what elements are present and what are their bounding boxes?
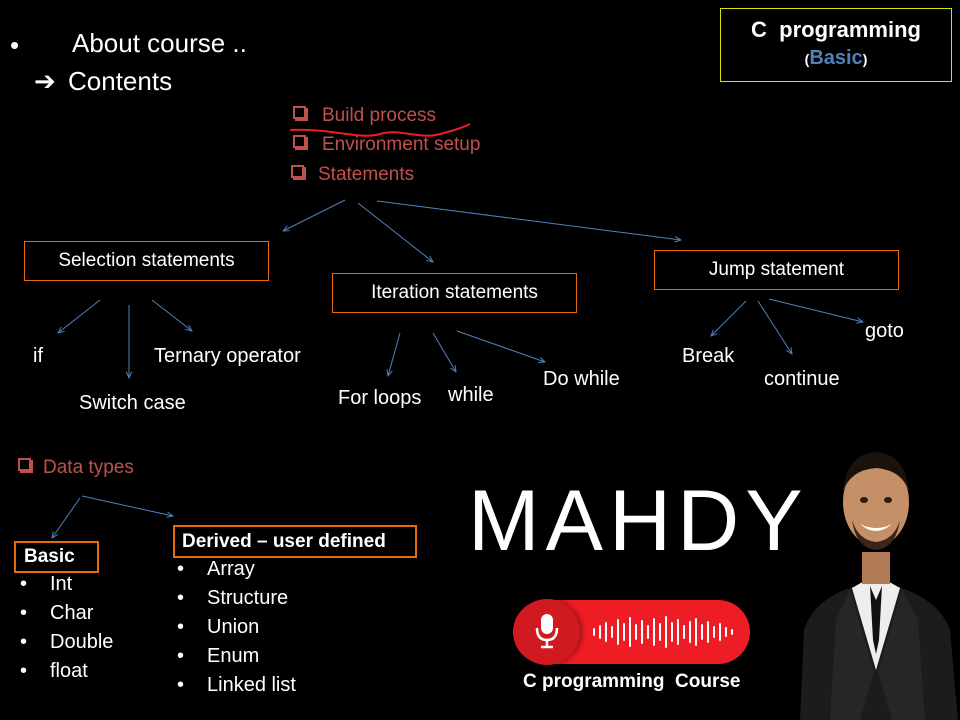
badge-paren-open: (	[804, 51, 810, 67]
derived-types-list: Array Structure Union Enum Linked list	[173, 555, 296, 700]
list-item: Double	[16, 628, 113, 657]
contents-heading: Contents	[68, 66, 173, 96]
checkbox-icon	[18, 458, 31, 471]
basic-types-list: Int Char Double float	[16, 570, 113, 686]
arrow-to-ternary	[151, 299, 192, 331]
arrow-to-jump	[376, 200, 681, 240]
arrow-to-break	[711, 300, 747, 336]
course-badge: C programming (Basic)	[720, 8, 952, 82]
arrow-to-goto	[768, 298, 863, 322]
while-label: while	[448, 384, 494, 406]
checkbox-icon	[293, 135, 306, 148]
arrow-to-for	[388, 332, 401, 376]
for-loops-label: For loops	[338, 387, 422, 409]
badge-paren-close: )	[862, 51, 868, 67]
basic-label: Basic	[24, 546, 75, 567]
sound-wave-icon	[593, 616, 733, 648]
checklist-item: Build process	[293, 105, 436, 127]
arrow-to-while	[432, 332, 456, 372]
checkbox-icon	[293, 106, 306, 119]
continue-label: continue	[764, 368, 840, 390]
list-item: float	[16, 657, 113, 686]
arrow-to-selection	[283, 199, 346, 231]
goto-label: goto	[865, 320, 904, 342]
list-item: Array	[173, 555, 296, 584]
data-types-item: Data types	[18, 457, 134, 479]
ternary-operator-label: Ternary operator	[154, 345, 301, 367]
checklist-label: Environment setup	[322, 134, 481, 155]
microphone-icon	[535, 614, 559, 649]
arrow-to-if	[58, 299, 101, 333]
right-arrow-icon: ➔	[34, 66, 56, 96]
list-item: Int	[16, 570, 113, 599]
iteration-statements-box: Iteration statements	[332, 273, 577, 313]
arrow-to-iteration	[357, 202, 433, 262]
bullet-dot: •	[10, 30, 20, 60]
checkbox-icon	[291, 165, 304, 178]
jump-statement-box: Jump statement	[654, 250, 899, 290]
derived-label: Derived – user defined	[182, 531, 386, 552]
arrow-to-derived	[81, 495, 173, 516]
selection-statements-box: Selection statements	[24, 241, 269, 281]
list-item: Union	[173, 613, 296, 642]
switch-case-label: Switch case	[79, 392, 186, 414]
course-caption: C programming Course	[523, 671, 741, 692]
badge-title: C programming	[751, 17, 921, 42]
if-label: if	[33, 345, 43, 367]
arrow-to-basic	[52, 497, 81, 538]
badge-subtitle: (Basic)	[721, 47, 951, 70]
list-item: Enum	[173, 642, 296, 671]
break-label: Break	[682, 345, 735, 367]
list-item: Char	[16, 599, 113, 628]
mahdy-logo-text: MAHDY	[468, 473, 809, 569]
badge-basic: Basic	[809, 47, 863, 69]
do-while-label: Do while	[543, 368, 620, 390]
checklist-item: Environment setup	[293, 134, 480, 156]
checklist-label: Build process	[322, 105, 437, 126]
about-course-title: About course ..	[72, 28, 247, 58]
red-scribble	[289, 123, 471, 137]
data-types-label: Data types	[43, 457, 134, 478]
list-item: Linked list	[173, 671, 296, 700]
checklist-item: Statements	[291, 164, 414, 186]
arrow-to-do-while	[456, 330, 545, 362]
checklist-label: Statements	[318, 164, 415, 185]
list-item: Structure	[173, 584, 296, 613]
arrow-to-continue	[757, 300, 792, 354]
presenter-photo	[800, 452, 958, 720]
